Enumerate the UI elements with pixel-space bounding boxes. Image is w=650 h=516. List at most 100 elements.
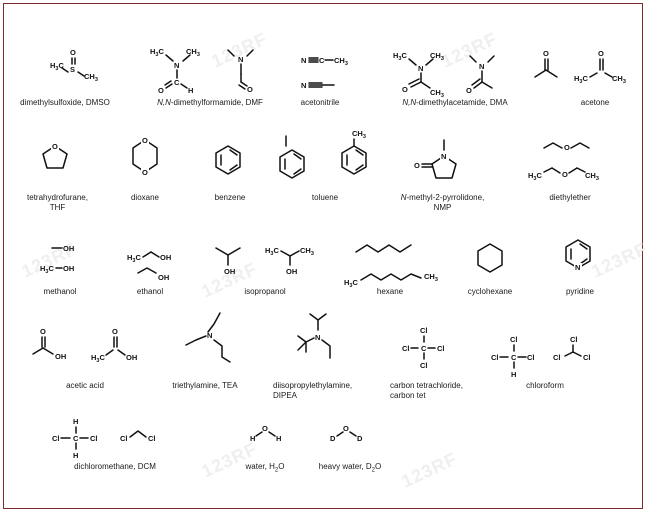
caption-subscript: 2 <box>371 467 376 474</box>
structure-thf: O <box>42 142 68 169</box>
atom-label: Cl <box>402 344 410 353</box>
caption-text: THF <box>49 203 66 212</box>
caption-pyridine: pyridine <box>565 287 594 296</box>
caption-hexane: hexane <box>376 287 404 296</box>
structure-dmf-skeletal: N O <box>227 49 254 94</box>
atom-label: Cl <box>510 335 518 344</box>
atom-label: Cl <box>420 361 428 370</box>
atom-label: CH3 <box>430 88 444 99</box>
structure-heavy-water: D O D <box>330 424 363 443</box>
caption-methanol: methanol <box>43 287 77 296</box>
atom-label: H3C <box>50 61 64 72</box>
structure-methanol: OH H3C OH <box>40 244 74 275</box>
atom-label: H <box>511 370 516 379</box>
atom-label: OH <box>224 267 235 276</box>
atom-label: CH3 <box>424 272 438 283</box>
atom-label: CH3 <box>186 47 200 58</box>
atom-label: D <box>357 434 363 443</box>
caption-text: tetrahydrofurane, <box>27 193 88 202</box>
atom-label: N <box>441 152 446 161</box>
atom-label: O <box>543 49 549 58</box>
atom-label: Cl <box>570 335 578 344</box>
atom-label: OH <box>126 353 137 362</box>
atom-label: Cl <box>148 434 156 443</box>
atom-label: O <box>112 327 118 336</box>
atom-label: Cl <box>583 353 591 362</box>
structure-acetic-acid-skeletal: O OH <box>32 327 66 361</box>
caption-italic: N <box>400 193 407 202</box>
structure-dmf: H3C CH3 N C O H <box>150 47 200 95</box>
caption-dma: N,N-dimethylacetamide, DMA <box>385 98 525 108</box>
caption-ccl4: carbon tetrachloride,carbon tet <box>390 381 485 401</box>
structure-isopropanol: H3C CH3 OH <box>265 246 314 276</box>
structure-ethanol: H3C OH OH <box>127 251 171 282</box>
structure-dipea: N <box>297 313 331 359</box>
caption-acetonitrile: acetonitrile <box>300 98 340 107</box>
atom-label: O <box>466 86 472 95</box>
caption-dipea: diisopropylethylamine,DIPEA <box>273 381 368 401</box>
caption-tea: triethylamine, TEA <box>172 381 238 390</box>
atom-label: Cl <box>90 434 98 443</box>
atom-label: OH <box>160 253 171 262</box>
atom-label: N <box>315 333 320 342</box>
atom-label: O <box>142 168 148 177</box>
atom-label: H <box>188 86 193 95</box>
atom-label: H3C <box>393 51 407 62</box>
atom-label: H <box>73 451 78 460</box>
structure-dma: H3C CH3 N O CH3 <box>393 51 444 99</box>
structure-isopropanol-skeletal: OH <box>215 247 241 276</box>
structure-nmp: N O <box>414 139 457 179</box>
structure-dmso: O S H3C CH3 <box>50 48 98 83</box>
atom-label: H3C <box>150 47 164 58</box>
structure-cyclohexane <box>477 243 503 273</box>
structure-hexane-skeletal <box>355 244 412 253</box>
atom-label: C <box>73 434 79 443</box>
atom-label: CH3 <box>612 74 626 85</box>
structure-acetone: O H3C CH3 <box>574 49 626 85</box>
atom-label: O <box>402 85 408 94</box>
atom-label: N <box>418 64 423 73</box>
structure-dcm-skeletal: Cl Cl <box>120 430 156 443</box>
atom-label: CH3 <box>430 51 444 62</box>
structure-toluene-skeletal <box>279 135 305 179</box>
caption-chloroform: chloroform <box>526 381 564 390</box>
caption-text: -dimethylacetamide, DMA <box>416 98 508 107</box>
atom-label: O <box>262 424 268 433</box>
atom-label: H3C <box>265 246 279 257</box>
caption-subscript: 2 <box>274 467 279 474</box>
atom-label: H <box>276 434 281 443</box>
caption-text: diisopropylethylamine, <box>273 381 353 390</box>
caption-diethylether: diethylether <box>549 193 591 202</box>
atom-label: S <box>70 65 75 74</box>
atom-label: O <box>70 48 76 57</box>
atom-label: O <box>40 327 46 336</box>
atom-label: N <box>238 55 243 64</box>
atom-label: O <box>142 136 148 145</box>
structure-diethylether-skeletal: O <box>543 142 590 152</box>
caption-thf: tetrahydrofurane,THF <box>10 193 105 213</box>
structure-hexane: H3C CH3 <box>344 272 438 289</box>
caption-text: O <box>375 462 382 471</box>
caption-text: heavy water, D <box>318 462 372 471</box>
caption-text: -dimethylformamide, DMF <box>170 98 263 107</box>
caption-acetic-acid: acetic acid <box>66 381 104 390</box>
caption-text: NMP <box>433 203 452 212</box>
caption-text: O <box>278 462 285 471</box>
atom-label: H <box>250 434 255 443</box>
atom-label: O <box>343 424 349 433</box>
atom-label: OH <box>158 273 169 282</box>
atom-label: H3C <box>127 253 141 264</box>
atom-label: C <box>511 353 517 362</box>
structure-pyridine: N <box>565 239 591 272</box>
atom-label: OH <box>55 352 66 361</box>
caption-heavy-water: heavy water, D2O <box>305 462 395 476</box>
structure-acetonitrile: N C CH3 N <box>301 56 348 90</box>
caption-cyclohexane: cyclohexane <box>467 287 513 296</box>
atom-label: H3C <box>344 278 358 289</box>
structure-acetone-skeletal: O <box>534 49 558 78</box>
structure-tea: N <box>185 312 231 363</box>
atom-label: OH <box>63 264 74 273</box>
atom-label: CH3 <box>334 56 348 67</box>
atom-label: O <box>247 85 253 94</box>
